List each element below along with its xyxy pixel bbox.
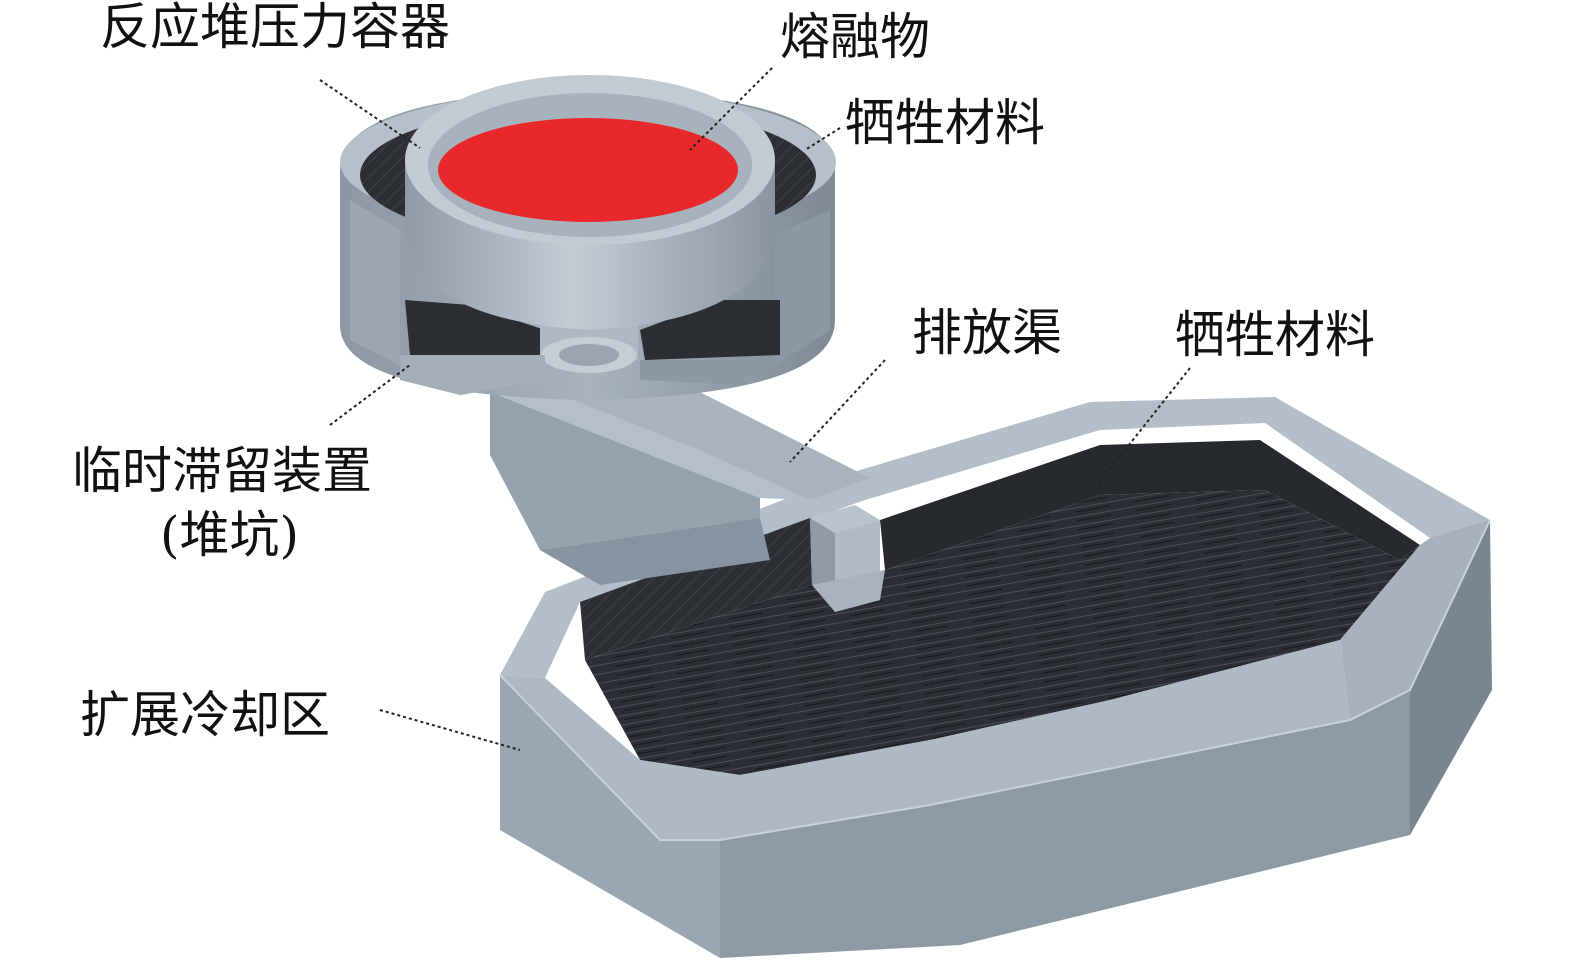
leader-sacrificial-right (1097, 367, 1191, 485)
leader-drain-channel (789, 359, 886, 463)
pit-cutaway-right (640, 210, 830, 385)
spreading-rim-right (1340, 520, 1490, 720)
drain-channel-left-face (490, 392, 760, 550)
label-sacrificial-top: 牺牲材料 (845, 94, 1045, 152)
label-spreading-zone: 扩展冷却区 (80, 686, 330, 744)
spreading-cooling-zone (499, 397, 1492, 958)
pit-sacrificial-block-right (640, 300, 780, 360)
label-rpv: 反应堆压力容器 (100, 0, 450, 56)
leader-melt (689, 67, 773, 151)
sacrificial-back-wall-right (880, 440, 1420, 570)
divider-block-face (810, 518, 835, 600)
pit-cutaway-front (350, 200, 545, 395)
drain-channel-bottom-face (540, 518, 770, 585)
reactor-pressure-vessel (405, 75, 775, 330)
pit-sacrificial-block-left (405, 300, 545, 355)
label-temp-retention-line1: 临时滞留装置 (72, 442, 372, 500)
pit-drain-plug-hole (559, 344, 619, 366)
pit-floor-ledge (400, 355, 545, 395)
label-sacrificial-right: 牺牲材料 (1175, 306, 1375, 364)
label-melt: 熔融物 (780, 8, 930, 66)
melt-pool (438, 118, 738, 222)
leader-spreading-zone (379, 709, 521, 751)
label-temp-retention-line2: (堆坑) (160, 506, 299, 564)
spreading-wall-left (500, 675, 720, 958)
leader-temp-retention (329, 364, 411, 426)
spreading-rim-front-top (500, 640, 1350, 840)
spreading-edge-lines (499, 519, 1491, 841)
label-drain-channel: 排放渠 (912, 304, 1062, 362)
divider-block-top (810, 505, 880, 533)
labels: 反应堆压力容器 熔融物 牺牲材料 排放渠 牺牲材料 临时滞留装置 (堆坑) 扩展… (72, 0, 1375, 744)
leader-sacrificial-top (804, 127, 841, 151)
divider-block-base (812, 570, 885, 612)
leader-rpv (319, 79, 421, 149)
sacrificial-floor (585, 490, 1420, 775)
spreading-wall-front (720, 690, 1410, 958)
spreading-wall-right (1410, 520, 1492, 835)
leader-lines (319, 67, 1191, 751)
